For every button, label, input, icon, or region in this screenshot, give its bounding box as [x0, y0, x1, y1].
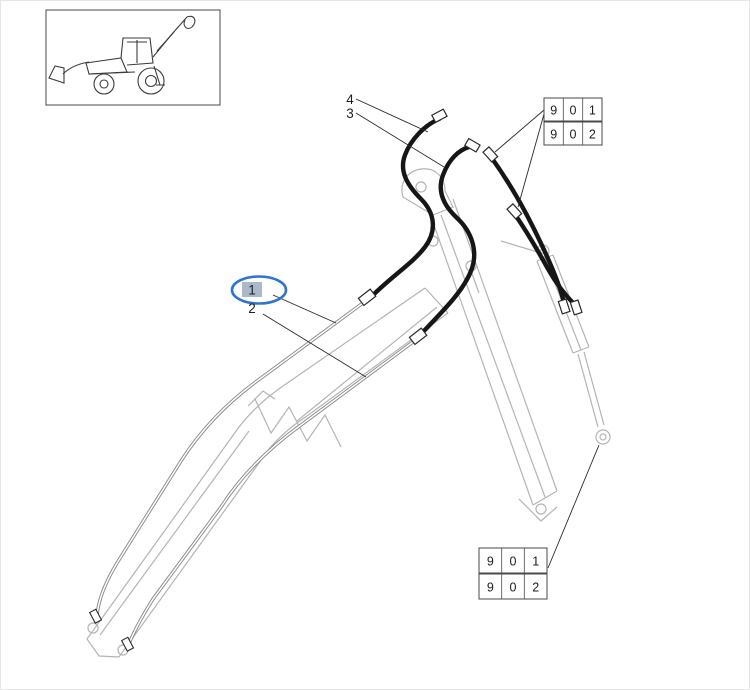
dipper-arm-outline	[401, 168, 558, 522]
fitting-icon	[557, 298, 571, 315]
ref-digit: 0	[570, 104, 577, 118]
ref-digit: 2	[532, 581, 539, 595]
ref-tag-901-top[interactable]: 9 0 1	[543, 97, 603, 122]
fitting-icon	[506, 203, 523, 220]
ref-tag-901-bottom[interactable]: 9 0 1	[478, 547, 548, 574]
leader-callout-1	[272, 294, 337, 324]
ref-digit: 2	[589, 128, 596, 142]
boom-arm-outline	[86, 287, 449, 658]
fitting-icon	[463, 137, 481, 153]
hose-fittings	[357, 108, 583, 346]
ref-digit: 0	[510, 555, 517, 569]
ref-digit: 9	[487, 581, 494, 595]
ref-digit: 0	[510, 581, 517, 595]
leader-callout-2	[262, 313, 367, 378]
callout-item-2[interactable]: 2	[248, 301, 256, 316]
fitting-icon	[482, 146, 499, 163]
callout-item-4[interactable]: 4	[346, 92, 354, 107]
ref-tags-top: 9 0 1 9 0 2	[543, 97, 603, 146]
leader-callout-3	[355, 112, 445, 168]
callout-1-selection-box	[242, 282, 262, 297]
fitting-icon	[357, 288, 377, 307]
ref-digit: 9	[550, 128, 557, 142]
fitting-icon	[408, 327, 428, 346]
callout-item-3[interactable]: 3	[346, 106, 354, 121]
leader-callout-4	[355, 98, 429, 133]
hose-right-b	[511, 210, 578, 308]
pipe-item-2	[127, 337, 419, 645]
ref-digit: 0	[570, 128, 577, 142]
ref-tag-902-top[interactable]: 9 0 2	[543, 121, 603, 146]
pipe-end-fitting	[120, 636, 135, 652]
pipe-item-2-inner	[128, 338, 418, 645]
ref-tag-902-bottom[interactable]: 9 0 2	[478, 573, 548, 600]
pipe-end-fitting	[88, 608, 103, 624]
ref-digit: 1	[532, 555, 539, 569]
leader-reftag-top-a	[494, 109, 545, 153]
callout-item-1[interactable]: 1	[248, 283, 256, 298]
bucket-cylinder-outline	[536, 244, 611, 445]
fitting-icon	[569, 299, 583, 316]
hose-item-3	[417, 144, 477, 338]
thumbnail-frame[interactable]	[45, 9, 221, 106]
machine-thumbnail[interactable]	[45, 9, 221, 106]
ref-digit: 1	[589, 104, 596, 118]
leader-lines	[262, 98, 600, 569]
leader-reftag-top-b	[517, 113, 545, 208]
selected-item-highlight-ellipse	[230, 275, 288, 305]
ref-tags-bottom: 9 0 1 9 0 2	[478, 547, 548, 600]
hose-item-4	[368, 116, 442, 300]
hydraulic-pipes	[88, 298, 419, 652]
backhoe-loader-icon	[48, 15, 196, 95]
hydraulic-hoses	[368, 116, 578, 338]
fitting-icon	[431, 108, 448, 124]
pipe-item-1-inner	[96, 299, 368, 617]
ref-digit: 9	[550, 104, 557, 118]
leader-reftag-bottom	[547, 444, 600, 569]
ref-digit: 9	[487, 555, 494, 569]
callouts: 4 3 1 2	[230, 92, 354, 316]
